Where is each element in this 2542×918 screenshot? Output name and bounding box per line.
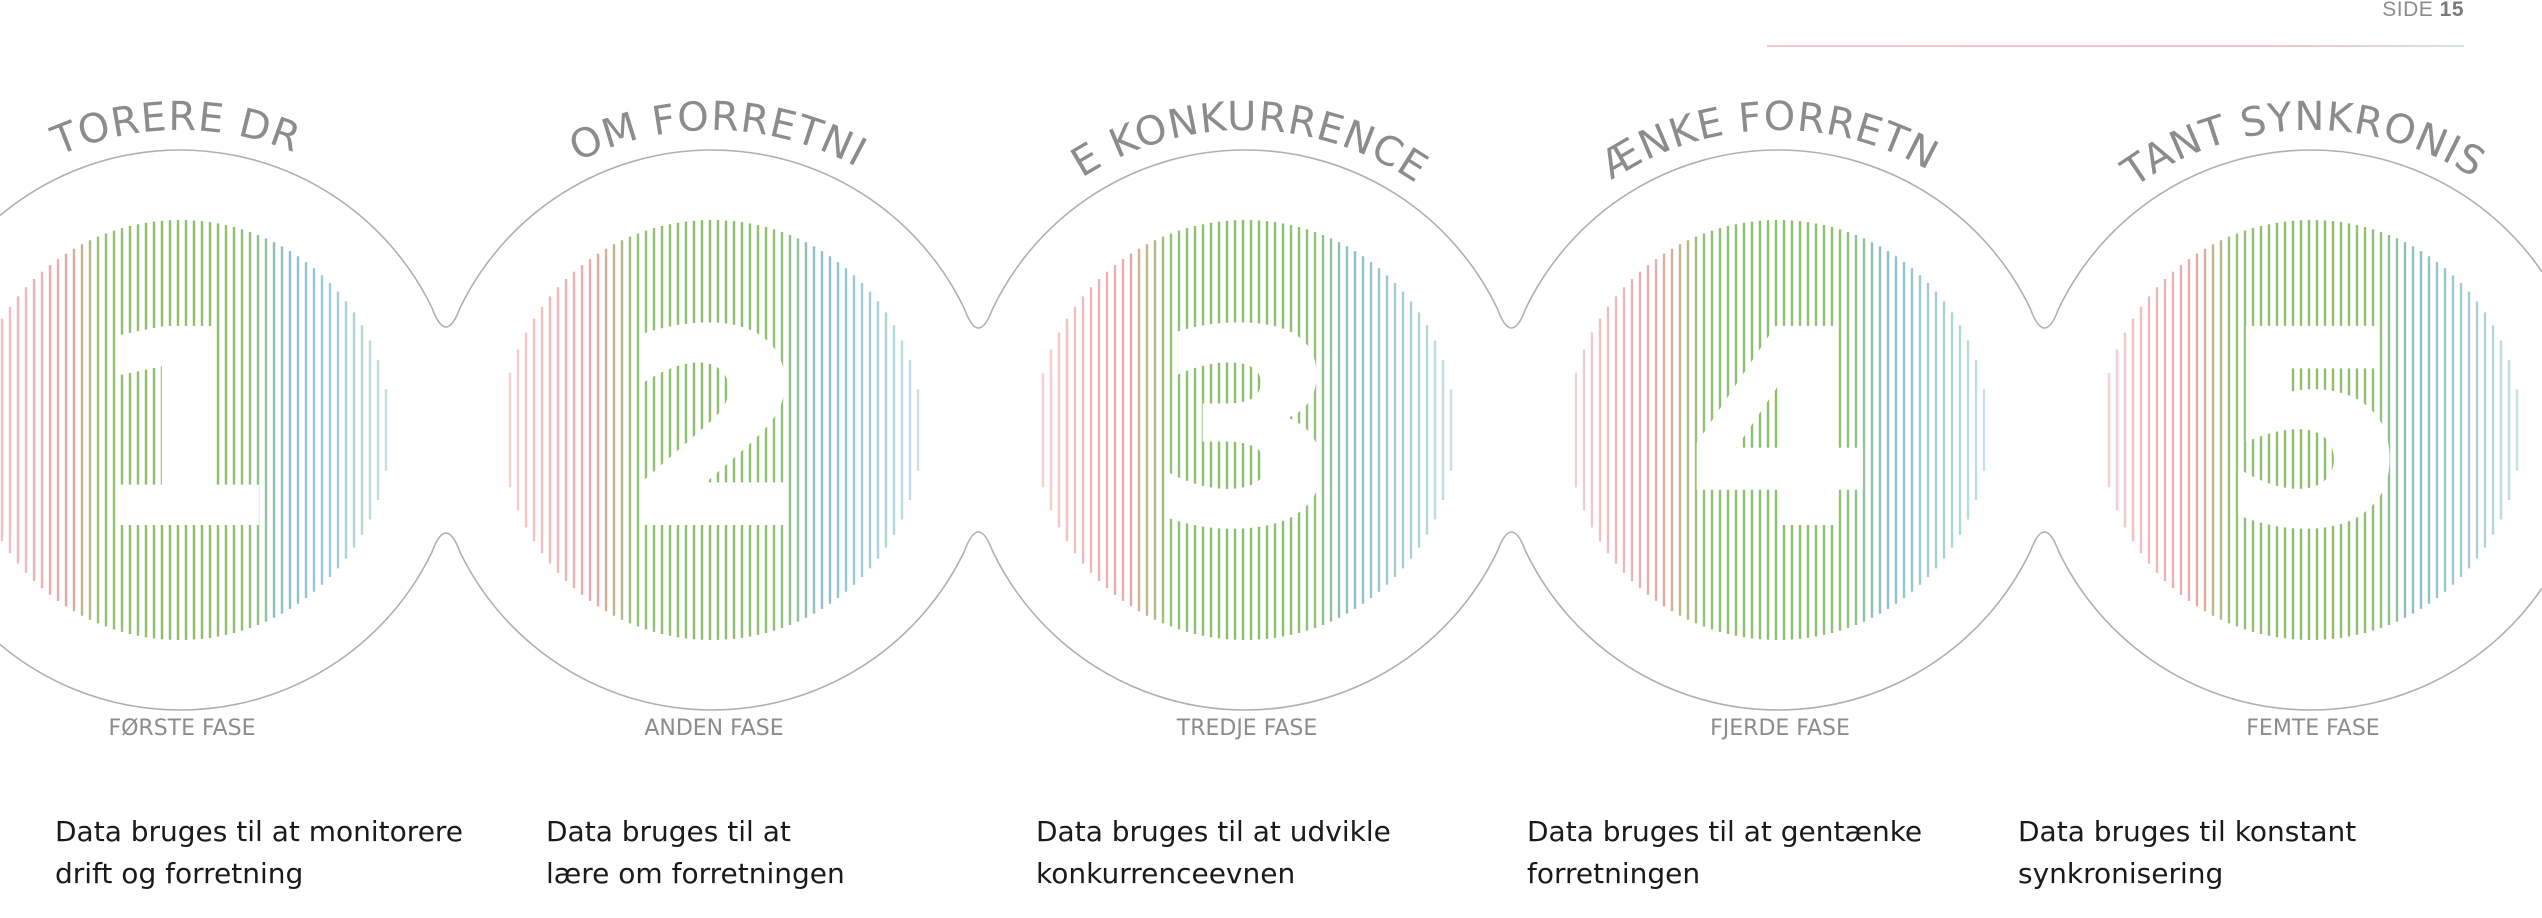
stripes-layer bbox=[0, 220, 2519, 640]
description-line: drift og forretning bbox=[55, 857, 304, 890]
chain-outline-top bbox=[0, 149, 2542, 329]
phase-5-label: FEMTE FASE bbox=[2246, 716, 2379, 741]
phase-2-number: 2 bbox=[622, 277, 806, 585]
phase-2-label: ANDEN FASE bbox=[644, 716, 783, 741]
phase-1-number: 1 bbox=[90, 277, 274, 585]
phase-1-description: Data bruges til at monitorere drift og f… bbox=[55, 811, 463, 895]
stripe-disc-1 bbox=[0, 220, 388, 640]
phase-5-number: 5 bbox=[2221, 277, 2405, 585]
description-line: Data bruges til at gentænke bbox=[1527, 815, 1923, 848]
phase-5-description: Data bruges til konstant synkronisering bbox=[2018, 811, 2356, 895]
titles-layer: MONITORERE DRIFTENLÆRE OM FORRETNINGENUD… bbox=[0, 0, 2492, 196]
phase-3-description: Data bruges til at udvikle konkurrenceev… bbox=[1036, 811, 1391, 895]
description-line: konkurrenceevnen bbox=[1036, 857, 1296, 890]
phase-3-label: TREDJE FASE bbox=[1176, 716, 1318, 741]
phase-4-description: Data bruges til at gentænke forretningen bbox=[1527, 811, 1922, 895]
chain-outline-bottom bbox=[0, 531, 2542, 711]
stripe-disc-5 bbox=[2107, 220, 2519, 640]
phase-1-title: MONITORERE DRIFTEN bbox=[0, 0, 307, 165]
header-rule bbox=[1767, 45, 2464, 47]
phase-4-number: 4 bbox=[1688, 277, 1872, 585]
description-line: Data bruges til at udvikle bbox=[1036, 815, 1391, 848]
description-line: Data bruges til konstant bbox=[2018, 815, 2357, 848]
stripe-disc-2 bbox=[508, 220, 920, 640]
page-number-label: SIDE 15 bbox=[2382, 0, 2464, 22]
phase-3-number: 3 bbox=[1155, 277, 1339, 585]
description-line: Data bruges til at monitorere bbox=[55, 815, 464, 848]
description-line: Data bruges til at bbox=[546, 815, 791, 848]
page-prefix: SIDE bbox=[2382, 0, 2434, 21]
numbers-layer: 1 2 3 4 5 bbox=[87, 274, 2408, 588]
page-number: 15 bbox=[2439, 0, 2464, 21]
stripe-disc-3 bbox=[1041, 220, 1453, 640]
phase-1-label: FØRSTE FASE bbox=[108, 716, 255, 741]
description-line: forretningen bbox=[1527, 857, 1701, 890]
phase-2-description: Data bruges til at lære om forretningen bbox=[546, 811, 845, 895]
description-line: synkronisering bbox=[2018, 857, 2224, 890]
outline-layer bbox=[0, 149, 2542, 711]
labels-layer: FØRSTE FASE ANDEN FASE TREDJE FASE FJERDE F… bbox=[108, 716, 2379, 741]
description-line: lære om forretningen bbox=[546, 857, 845, 890]
phase-2-title: LÆRE OM FORRETNINGEN bbox=[0, 0, 874, 177]
phase-4-label: FJERDE FASE bbox=[1710, 716, 1850, 741]
stripe-disc-4 bbox=[1574, 220, 1986, 640]
